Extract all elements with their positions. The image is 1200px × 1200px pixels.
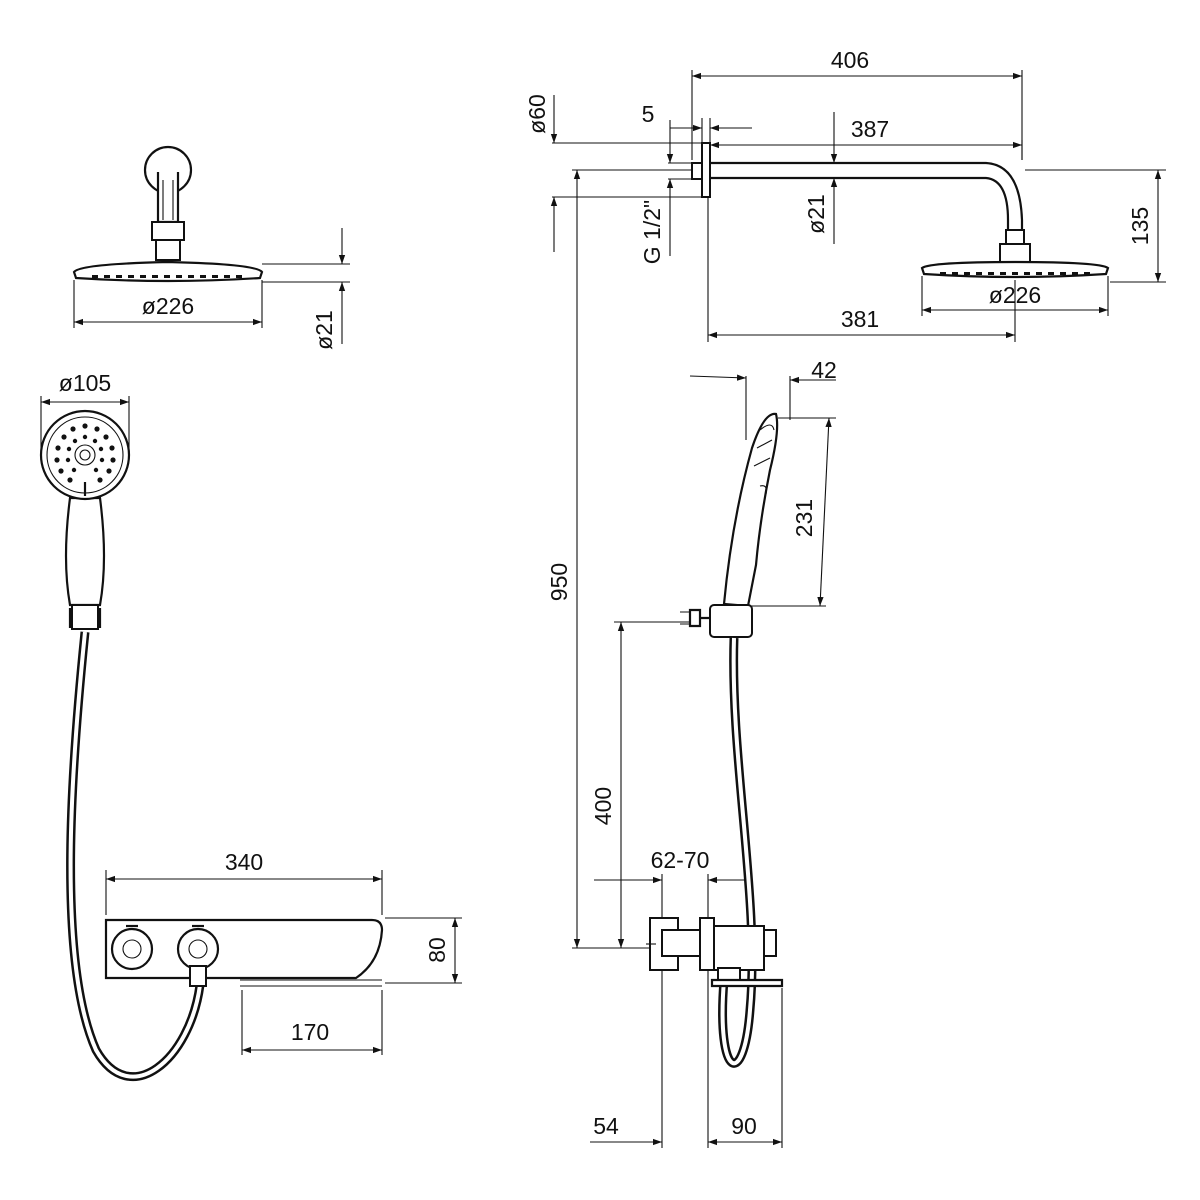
hand-nozzles: [54, 423, 116, 483]
head-nozzles-side: [940, 272, 1090, 275]
shower-arm-side: [691, 142, 1110, 279]
label-flange-gap: 5: [642, 101, 655, 127]
label-head-thick-left: ø21: [311, 310, 337, 350]
dim-arm-length: 387: [710, 116, 1023, 160]
label-arm-dia: ø21: [803, 194, 829, 234]
dim-head-thick-left: ø21: [262, 228, 350, 350]
dim-handset-length: 231: [750, 417, 836, 607]
dim-install-depth: 62-70: [594, 847, 746, 918]
dim-projection: 90: [708, 988, 783, 1148]
label-arm-length-total: 406: [831, 47, 869, 73]
label-arm-length: 387: [851, 116, 889, 142]
hand-shower-front: [39, 409, 131, 630]
label-panel-offset: 170: [291, 1019, 329, 1045]
label-head-dia-left: ø226: [142, 293, 194, 319]
dim-head-dia-left: ø226: [73, 280, 263, 328]
label-recess-depth: 54: [593, 1113, 619, 1139]
label-head-offset: 381: [841, 306, 879, 332]
label-handset-depth: 42: [811, 357, 837, 383]
label-install-depth: 62-70: [651, 847, 710, 873]
thermostat-side: [646, 917, 784, 988]
dim-panel-height: 80: [385, 917, 462, 984]
dim-arm-length-total: 406: [691, 47, 1023, 160]
dim-drop-height: 135: [1025, 169, 1166, 283]
label-flange-dia: ø60: [524, 94, 550, 134]
label-panel-width: 340: [225, 849, 263, 875]
label-holder-height: 400: [590, 787, 616, 825]
handset-side: [680, 412, 779, 638]
label-projection: 90: [731, 1113, 757, 1139]
label-handset-length: 231: [791, 499, 817, 537]
label-thread: G 1/2": [639, 200, 665, 264]
dim-hand-dia: ø105: [40, 370, 130, 452]
label-total-height: 950: [546, 563, 572, 601]
dim-handset-depth: 42: [689, 357, 837, 440]
dim-recess-depth: 54: [590, 970, 709, 1148]
label-hand-dia: ø105: [59, 370, 111, 396]
dim-head-offset: 381: [707, 197, 1016, 342]
thermostat-panel-front: [104, 918, 384, 987]
hose-right: [718, 637, 757, 1068]
dim-flange-dia: ø60: [524, 94, 702, 252]
dim-arm-dia: ø21: [803, 112, 838, 244]
dim-flange-gap: 5: [642, 101, 752, 142]
dim-panel-offset: 170: [241, 990, 383, 1055]
head-nozzles-row: [92, 275, 242, 278]
dim-thread: G 1/2": [639, 120, 692, 264]
overhead-shower-top-view: [72, 145, 264, 283]
hose-left: [66, 631, 205, 1081]
dim-holder-height: 400: [590, 621, 690, 948]
label-panel-height: 80: [424, 937, 450, 963]
dim-total-height: 950: [546, 169, 692, 949]
dim-panel-width: 340: [105, 849, 383, 915]
label-drop-height: 135: [1127, 207, 1153, 245]
